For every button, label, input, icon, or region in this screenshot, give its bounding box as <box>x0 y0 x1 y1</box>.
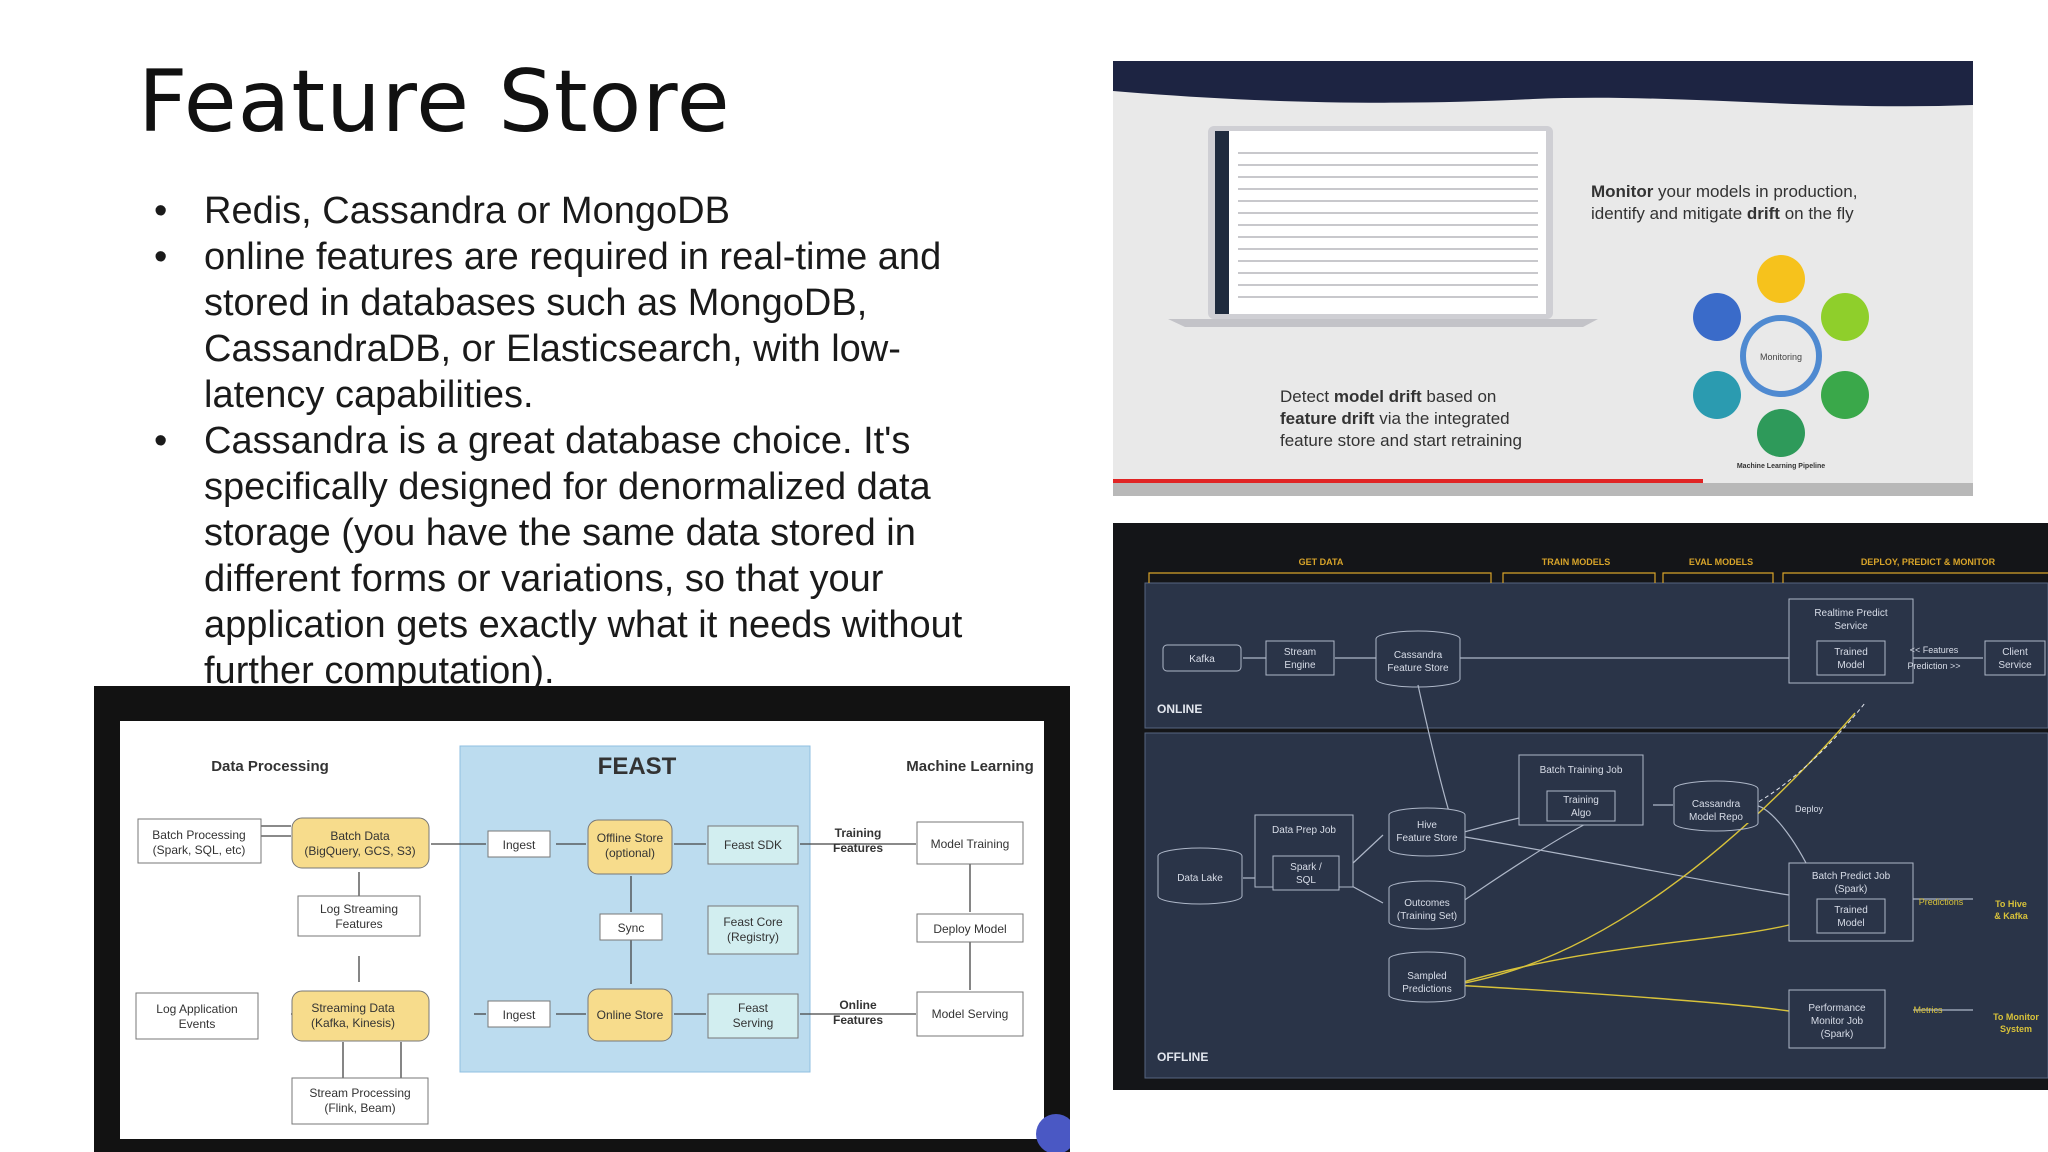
batch-training-job-label: Batch Training Job <box>1540 765 1623 776</box>
section-machine-learning: Machine Learning <box>906 758 1034 775</box>
svg-text:(Registry): (Registry) <box>727 930 779 944</box>
cassandra-feature-store-label: Cassandra <box>1394 650 1443 661</box>
svg-text:(Flink, Beam): (Flink, Beam) <box>324 1101 395 1115</box>
client-service-label: Client <box>2002 647 2028 658</box>
drift-caption-line1: Detect model drift based on <box>1280 387 1496 406</box>
trained-model-offline-label: Trained <box>1834 905 1868 916</box>
perf-monitor-label: Performance <box>1808 1003 1866 1014</box>
svg-text:(optional): (optional) <box>605 846 655 860</box>
trained-model-online-label: Trained <box>1834 647 1868 658</box>
data-lake-label: Data Lake <box>1177 873 1223 884</box>
svg-text:(Spark): (Spark) <box>1835 884 1868 895</box>
stream-engine-label: Stream <box>1284 647 1316 658</box>
ingest-top-label: Ingest <box>503 838 536 852</box>
offline-label: OFFLINE <box>1157 1050 1208 1064</box>
drift-caption-line2: feature drift via the integrated <box>1280 409 1510 428</box>
svg-text:& Kafka: & Kafka <box>1994 911 2029 921</box>
svg-text:(Kafka, Kinesis): (Kafka, Kinesis) <box>311 1016 395 1030</box>
cycle-center-label: Monitoring <box>1760 352 1802 362</box>
svg-text:Algo: Algo <box>1571 808 1591 819</box>
batch-predict-job-label: Batch Predict Job <box>1812 871 1891 882</box>
batch-processing-label: Batch Processing <box>152 828 245 842</box>
model-serving-label: Model Serving <box>932 1007 1009 1021</box>
section-feast: FEAST <box>598 753 677 780</box>
svg-text:Model Repo: Model Repo <box>1689 812 1743 823</box>
header-eval-models: EVAL MODELS <box>1689 557 1753 567</box>
offline-store-label: Offline Store <box>597 831 664 845</box>
section-data-processing: Data Processing <box>211 758 329 775</box>
predictions-label: Predictions <box>1919 897 1964 907</box>
svg-text:(Spark): (Spark) <box>1821 1029 1854 1040</box>
bullet-list: Redis, Cassandra or MongoDB online featu… <box>152 188 1002 694</box>
svg-text:Feature Store: Feature Store <box>1396 833 1458 844</box>
svg-text:(Spark, SQL, etc): (Spark, SQL, etc) <box>153 843 246 857</box>
svg-text:Features: Features <box>833 1013 883 1027</box>
monitor-caption-line1: Monitor your models in production, <box>1591 182 1857 201</box>
svg-text:Feature Store: Feature Store <box>1387 663 1449 674</box>
data-prep-job-label: Data Prep Job <box>1272 825 1336 836</box>
to-hive-label: To Hive <box>1995 899 2027 909</box>
svg-text:Service: Service <box>1834 621 1868 632</box>
stream-processing-label: Stream Processing <box>309 1086 410 1100</box>
feast-serving-label: Feast <box>738 1001 769 1015</box>
svg-text:Features: Features <box>833 841 883 855</box>
features-arrow-label: << Features <box>1910 645 1959 655</box>
svg-text:Events: Events <box>179 1017 216 1031</box>
svg-text:Features: Features <box>335 917 382 931</box>
header-get-data: GET DATA <box>1299 557 1344 567</box>
svg-text:Monitor Job: Monitor Job <box>1811 1016 1864 1027</box>
svg-text:Model: Model <box>1837 918 1864 929</box>
ml-pipeline-cycle-icon: Monitoring Machine Learning Pipeline <box>1693 255 1869 470</box>
svg-text:System: System <box>2000 1024 2032 1034</box>
realtime-predict-service-label: Realtime Predict <box>1814 608 1888 619</box>
feast-diagram-image: Data Processing FEAST Machine Learning <box>94 686 1070 1152</box>
header-deploy: DEPLOY, PREDICT & MONITOR <box>1861 557 1996 567</box>
svg-text:Model: Model <box>1837 660 1864 671</box>
spark-sql-label: Spark / <box>1290 862 1322 873</box>
hive-feature-store-label: Hive <box>1417 820 1437 831</box>
cassandra-model-repo-label: Cassandra <box>1692 799 1741 810</box>
header-train-models: TRAIN MODELS <box>1542 557 1611 567</box>
model-training-label: Model Training <box>931 837 1010 851</box>
svg-text:(Training Set): (Training Set) <box>1397 911 1457 922</box>
monitoring-slide-image: Monitor your models in production, ident… <box>1113 61 1973 496</box>
monitor-caption-line2: identify and mitigate drift on the fly <box>1591 204 1854 223</box>
batch-data-label: Batch Data <box>330 829 390 843</box>
online-features-label: Online <box>839 998 877 1012</box>
deploy-model-label: Deploy Model <box>933 922 1006 936</box>
slide-title: Feature Store <box>138 52 731 152</box>
feast-core-label: Feast Core <box>723 915 783 929</box>
architecture-diagram-image: GET DATA TRAIN MODELS EVAL MODELS DEPLOY… <box>1113 523 2048 1090</box>
training-features-label: Training <box>835 826 882 840</box>
deploy-label: Deploy <box>1795 804 1824 814</box>
kafka-label: Kafka <box>1189 654 1215 665</box>
sync-label: Sync <box>618 921 645 935</box>
log-streaming-label: Log Streaming <box>320 902 398 916</box>
training-algo-label: Training <box>1563 795 1599 806</box>
metrics-label: Metrics <box>1914 1005 1943 1015</box>
sampled-predictions-label: Sampled <box>1407 971 1446 982</box>
ingest-bottom-label: Ingest <box>503 1008 536 1022</box>
to-monitor-label: To Monitor <box>1993 1012 2039 1022</box>
outcomes-label: Outcomes <box>1404 898 1450 909</box>
svg-text:Engine: Engine <box>1284 660 1316 671</box>
online-store-label: Online Store <box>597 1008 664 1022</box>
svg-text:Service: Service <box>1998 660 2032 671</box>
drift-caption-line3: feature store and start retraining <box>1280 431 1522 450</box>
svg-text:(BigQuery, GCS, S3): (BigQuery, GCS, S3) <box>304 844 415 858</box>
svg-text:SQL: SQL <box>1296 875 1316 886</box>
bullet-item: Cassandra is a great database choice. It… <box>152 418 1002 694</box>
log-app-events-label: Log Application <box>156 1002 237 1016</box>
online-label: ONLINE <box>1157 702 1202 716</box>
bullet-item: Redis, Cassandra or MongoDB <box>152 188 1002 234</box>
streaming-data-label: Streaming Data <box>311 1001 395 1015</box>
cycle-footer-label: Machine Learning Pipeline <box>1737 463 1825 470</box>
svg-text:Predictions: Predictions <box>1402 984 1451 995</box>
feast-sdk-label: Feast SDK <box>724 838 782 852</box>
prediction-arrow-label: Prediction >> <box>1907 661 1960 671</box>
bullet-item: online features are required in real-tim… <box>152 234 1002 418</box>
svg-text:Serving: Serving <box>733 1016 774 1030</box>
